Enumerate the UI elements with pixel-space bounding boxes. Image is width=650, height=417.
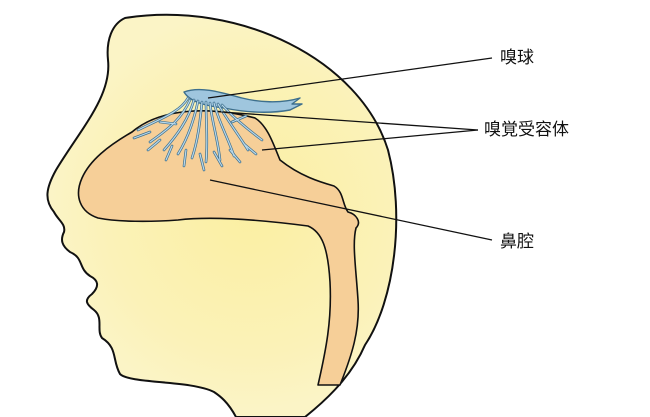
- olfactory-bulb-label: 嗅球: [500, 48, 534, 68]
- leader-line-olfactory-bulb: [207, 57, 493, 99]
- nasal-cavity-shape: [77, 110, 360, 386]
- leader-line-receptor-lower: [261, 129, 479, 151]
- olfactory-receptor-fibres-fill: [133, 97, 263, 171]
- leader-lines: [207, 57, 493, 241]
- olfactory-bulb-shape: [183, 88, 303, 113]
- leader-line-nasal-cavity: [209, 179, 493, 241]
- nasal-cavity-label: 鼻腔: [500, 232, 534, 252]
- leader-line-receptor-upper: [221, 111, 479, 131]
- olfactory-receptor-label: 嗅覚受容体: [484, 120, 569, 140]
